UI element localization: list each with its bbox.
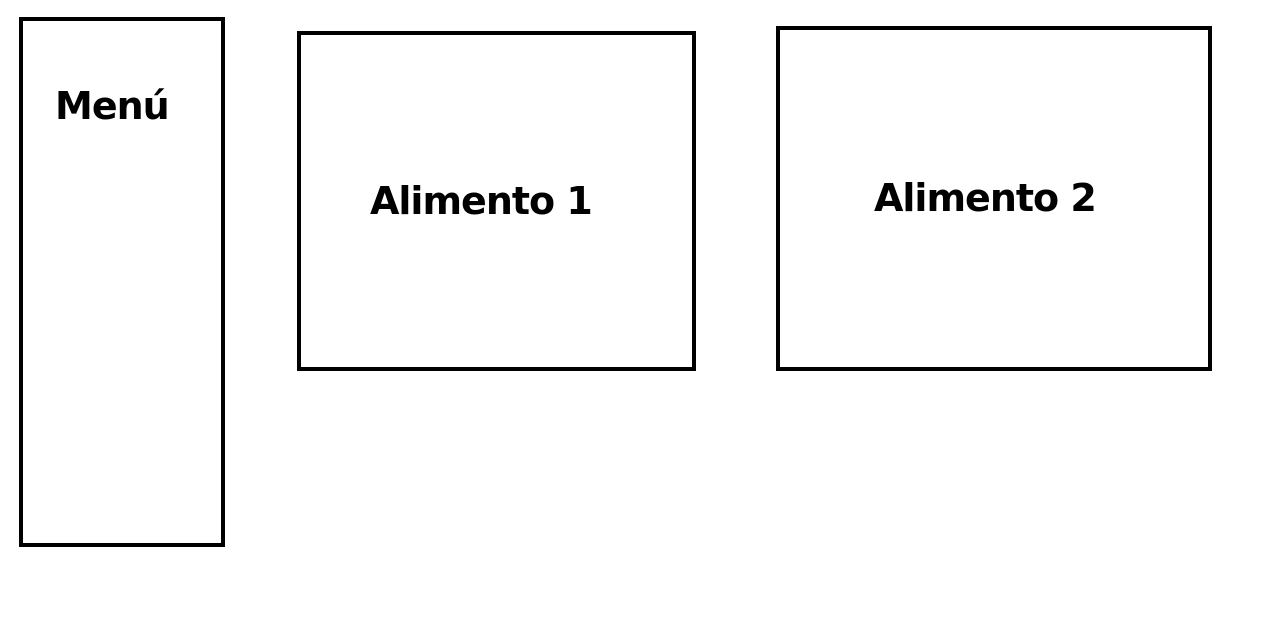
food-card-1: Alimento 1 <box>297 31 696 371</box>
menu-panel: Menú <box>19 17 225 547</box>
food-card-2-label: Alimento 2 <box>874 176 1097 220</box>
food-card-2: Alimento 2 <box>776 26 1212 371</box>
menu-label: Menú <box>55 84 170 128</box>
food-card-1-label: Alimento 1 <box>370 179 593 223</box>
